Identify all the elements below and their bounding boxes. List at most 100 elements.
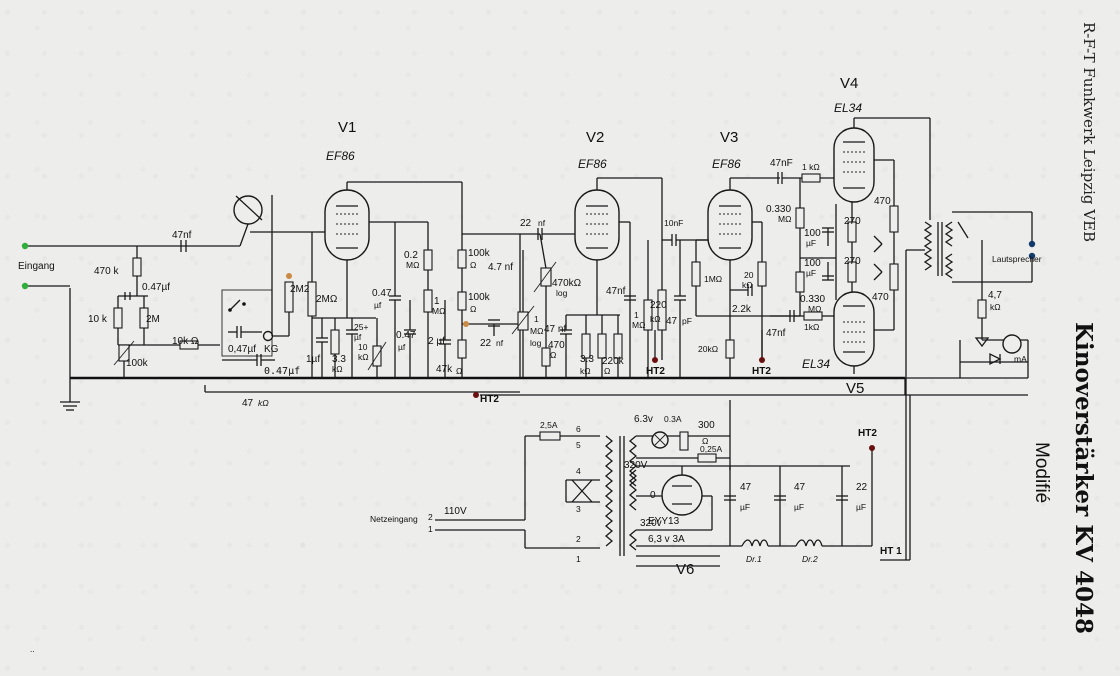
lamp-a-label: 0.3A xyxy=(664,414,682,424)
ht2-label-b: HT2 xyxy=(646,366,665,377)
modified-note: Modifié xyxy=(1031,442,1052,503)
lamp-label: 6.3v xyxy=(634,414,653,425)
v1-grid-label: 2MΩ xyxy=(316,294,338,305)
v3-1m-label: 1MΩ xyxy=(704,274,722,284)
v6-type: EYY13 xyxy=(648,516,680,527)
v4-type: EL34 xyxy=(834,101,862,115)
ht2-node-v2 xyxy=(652,357,658,363)
v1-r47k-label: 47k xyxy=(436,364,453,375)
output-transformer xyxy=(923,221,954,279)
rectifier-v6 xyxy=(661,474,703,516)
tube-v1 xyxy=(324,189,370,261)
c-f2-label: 47 xyxy=(794,482,806,493)
c-22nf-label: 22 xyxy=(520,218,532,229)
fuse-in-label: 2,5A xyxy=(540,420,558,430)
v1-c047u-label: µf xyxy=(374,300,382,310)
v1-r02-label: 0.2 xyxy=(404,250,418,261)
corner-dots: .. xyxy=(30,644,35,654)
c-in-label: 47nf xyxy=(172,230,192,241)
v1-c047-label: 0.47 xyxy=(372,288,392,299)
meter-label: mA xyxy=(1014,354,1027,364)
v2-1m-u: MΩ xyxy=(632,320,645,330)
tube-v3 xyxy=(707,189,753,261)
v2-47pf-u: pF xyxy=(682,316,692,326)
publisher-title: R-F-T Funkwerk Leipzig VEB xyxy=(1080,22,1098,242)
c-22nf-b-u: nf xyxy=(496,338,504,348)
meter-symbol xyxy=(1002,334,1022,354)
r-1k-v4-label: 1 kΩ xyxy=(802,162,820,172)
c-47nf-v4-label: 47nF xyxy=(770,158,793,169)
c-100-b-label: 100 xyxy=(804,258,821,269)
r-0330-a-label: 0.330 xyxy=(766,204,791,215)
r-300-u: Ω xyxy=(702,436,708,446)
v3-type: EF86 xyxy=(712,157,741,171)
r-0330-b-u: MΩ xyxy=(808,304,821,314)
v1-c1u-label: 1µf xyxy=(306,354,320,365)
pickup-symbol xyxy=(233,195,263,225)
v3-20k-u: kΩ xyxy=(742,280,753,290)
c-47nf-v5-label: 47nf xyxy=(766,328,786,339)
v1-rk-label: 3.3 xyxy=(332,354,346,365)
tap-6: 6 xyxy=(576,424,581,434)
ra-100k-b-u: Ω xyxy=(470,304,476,314)
c-f3-label: 22 xyxy=(856,482,868,493)
r-470-label: 470 xyxy=(548,340,565,351)
c-f1-label: 47 xyxy=(740,482,752,493)
input-node-green xyxy=(21,242,29,250)
mains-voltage: 110V xyxy=(444,506,467,517)
r-47k-fb-unit: kΩ xyxy=(258,398,269,408)
sec-320b-label: 320v xyxy=(640,518,662,529)
mains-transformer xyxy=(604,435,638,556)
v2-rk-label: 3.3 xyxy=(580,354,594,365)
v1-type: EF86 xyxy=(326,149,355,163)
v3-20k-label: 20 xyxy=(744,270,754,280)
kg-label: KG xyxy=(264,344,279,355)
dr1-label: Dr.1 xyxy=(746,554,762,564)
v4-label: V4 xyxy=(840,75,858,92)
ra-100k-a-u: Ω xyxy=(470,260,476,270)
resistor-470k xyxy=(132,257,142,277)
speaker-node-blue-2 xyxy=(1028,252,1036,260)
mains-label: Netzeingang xyxy=(370,514,418,524)
c-10nf-label: 10nF xyxy=(664,218,683,228)
v1-r47k-u-label: Ω xyxy=(456,366,462,376)
c-22nf-u: nf xyxy=(538,218,546,228)
mains-pin-2: 2 xyxy=(428,512,433,522)
r-47k-out-u: kΩ xyxy=(990,302,1001,312)
v1-c047b-label: 0.47 xyxy=(396,330,416,341)
pot-100k-label: 100k xyxy=(126,358,149,369)
tube-v4 xyxy=(833,127,875,203)
r-2m2-label: 2M2 xyxy=(290,284,310,295)
node-orange-2 xyxy=(463,321,469,327)
v2-type: EF86 xyxy=(578,157,607,171)
tube-v5 xyxy=(833,291,875,367)
r-0330-a-u: MΩ xyxy=(778,214,791,224)
v1-r10u-label: kΩ xyxy=(358,352,369,362)
r-10k-label: 10 k xyxy=(88,314,108,325)
v5-type: EL34 xyxy=(802,357,830,371)
v5-label: V5 xyxy=(846,380,864,397)
ht2-node-psu xyxy=(869,445,875,451)
c-100-a-label: 100 xyxy=(804,228,821,239)
v2-220k-label: 220k xyxy=(602,356,625,367)
ht2-label-a: HT2 xyxy=(480,394,499,405)
r-2m-label: 2M xyxy=(146,314,160,325)
v1-r1-label: 1 xyxy=(434,296,440,307)
c-f3-u: µF xyxy=(856,502,866,512)
fuse-ht-label: 0,25A xyxy=(700,444,723,454)
fuse-2a5 xyxy=(539,431,561,441)
r-270-a-label: 270 xyxy=(844,216,861,227)
v3-20kb-label: 20kΩ xyxy=(698,344,718,354)
model-title: Kinoverstärker KV 4048 xyxy=(1070,322,1097,634)
c-47nf-b-label: 47 nf xyxy=(544,324,566,335)
v3-label: V3 xyxy=(720,129,738,146)
r-470-b-label: 470 xyxy=(872,292,889,303)
v1-rk-unit: kΩ xyxy=(332,364,343,374)
r-10k-b-label: 10k Ω xyxy=(172,336,199,347)
v2-220-u: kΩ xyxy=(650,314,661,324)
choke-dr2 xyxy=(795,539,823,547)
r-47k-out-label: 4,7 xyxy=(988,290,1002,301)
c-f2-u: µF xyxy=(794,502,804,512)
